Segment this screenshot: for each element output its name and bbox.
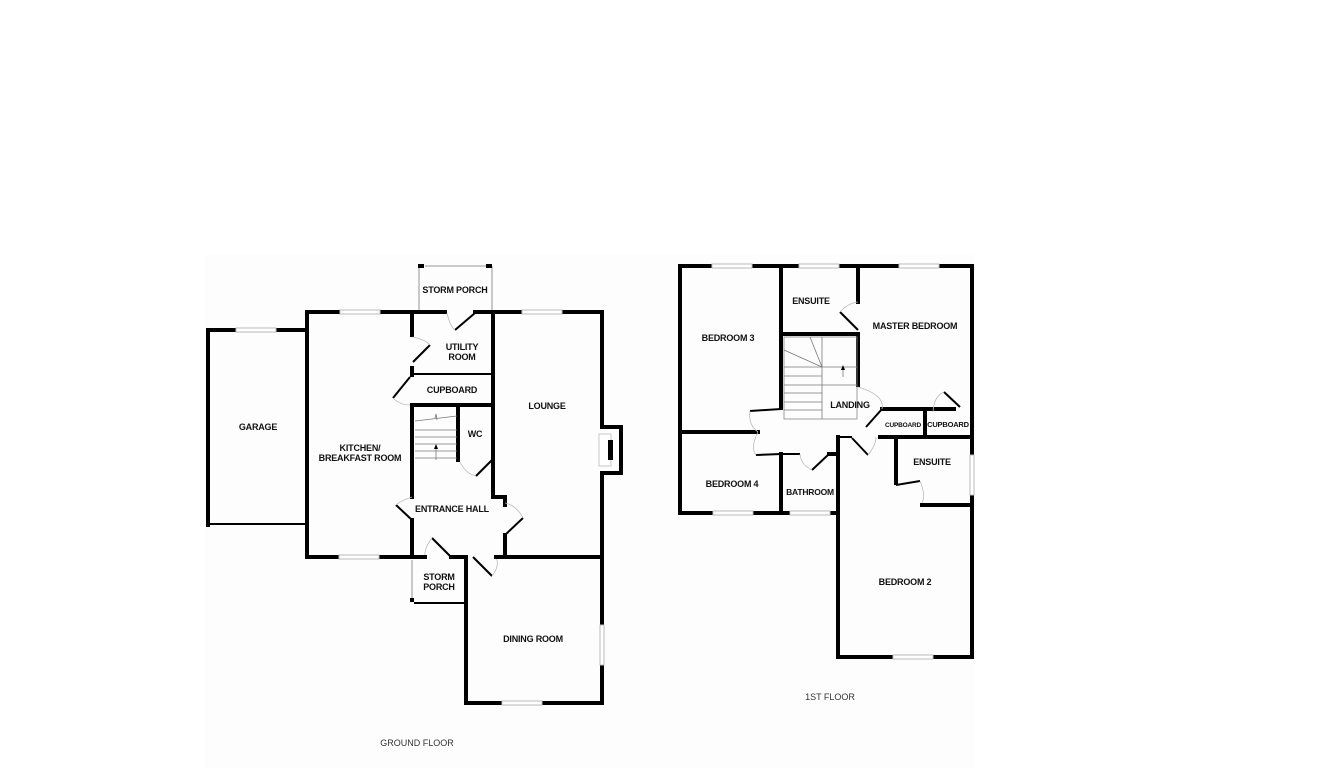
- bedroom-3-label: BEDROOM 3: [702, 333, 755, 343]
- staircase-ground: [414, 403, 460, 462]
- first-floor-title: 1ST FLOOR: [805, 692, 855, 702]
- wc-room: [459, 459, 493, 477]
- first-floor-plan: BEDROOM 3 ENSUITE MASTER BEDROOM LANDING…: [678, 263, 975, 702]
- garage-room: [206, 327, 309, 527]
- storm-porch-front-label-1: STORM: [423, 572, 454, 582]
- storm-porch-top-label: STORM PORCH: [422, 285, 487, 295]
- garage-label: GARAGE: [239, 422, 277, 432]
- ensuite-top-label: ENSUITE: [792, 296, 830, 306]
- bedroom-4-label: BEDROOM 4: [706, 479, 759, 489]
- storm-porch-front: [410, 560, 466, 604]
- ensuite-right-room: [894, 435, 974, 507]
- dining-room: [464, 555, 605, 706]
- bedroom-2-label: BEDROOM 2: [879, 577, 932, 587]
- kitchen-label-1: KITCHEN/: [340, 443, 382, 453]
- master-bedroom-room: [857, 386, 974, 439]
- ensuite-right-label: ENSUITE: [913, 457, 951, 467]
- cupboard-1-label: CUPBOARD: [885, 422, 921, 429]
- ground-floor-title: GROUND FLOOR: [380, 738, 454, 748]
- kitchen-label-2: BREAKFAST ROOM: [319, 453, 402, 463]
- ensuite-top-room: [779, 264, 860, 336]
- storm-porch-front-label-2: PORCH: [423, 582, 455, 592]
- utility-room: [412, 310, 495, 407]
- landing-label: LANDING: [830, 400, 870, 410]
- kitchen-room: [305, 309, 414, 560]
- bedroom-3-room: [678, 264, 783, 434]
- lounge-room: [491, 309, 623, 559]
- bathroom-room: [781, 435, 877, 515]
- staircase-first: [783, 332, 860, 420]
- utility-room-label-2: ROOM: [448, 352, 475, 362]
- cupboard-2-label: CUPBOARD: [927, 420, 970, 429]
- floor-plan-canvas: [205, 255, 975, 768]
- dining-room-label: DINING ROOM: [503, 634, 563, 644]
- master-bedroom-label: MASTER BEDROOM: [873, 321, 958, 331]
- storm-porch-top: [410, 264, 495, 331]
- wc-label: WC: [468, 429, 483, 439]
- lounge-label: LOUNGE: [528, 401, 565, 411]
- entrance-hall-label: ENTRANCE HALL: [415, 504, 490, 514]
- ground-floor-plan: STORM PORCH UTILITY ROOM CUPBOARD LOUNGE…: [206, 264, 623, 748]
- bedroom-4-room: [753, 431, 783, 515]
- utility-room-label-1: UTILITY: [446, 342, 479, 352]
- bathroom-label: BATHROOM: [786, 487, 834, 497]
- entrance-hall: [395, 496, 524, 577]
- cupboard-room: [392, 376, 495, 407]
- cupboard-label: CUPBOARD: [427, 385, 478, 395]
